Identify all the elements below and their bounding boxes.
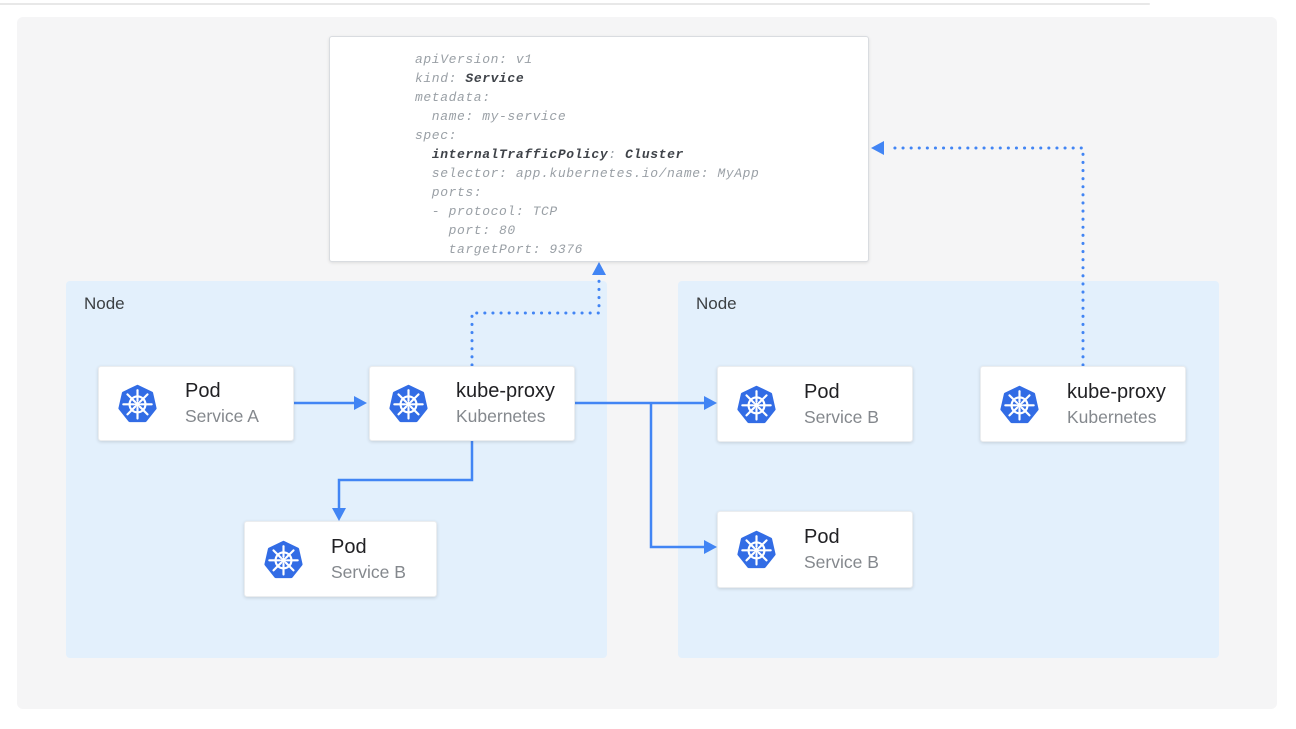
card-subtitle: Service B (331, 560, 406, 584)
kubernetes-logo-icon (735, 527, 778, 572)
kubernetes-logo-icon (735, 382, 778, 427)
card-pod-service-a: Pod Service A (98, 366, 294, 441)
yaml-line: internalTrafficPolicy: Cluster (415, 145, 868, 164)
yaml-line: spec: (415, 126, 868, 145)
card-pod-service-b-left: Pod Service B (244, 521, 437, 597)
yaml-line: targetPort: 9376 (415, 240, 868, 259)
card-title: Pod (804, 380, 879, 405)
card-subtitle: Kubernetes (1067, 405, 1166, 429)
card-title: Pod (331, 535, 406, 560)
card-title: Pod (804, 525, 879, 550)
yaml-line: kind: Service (415, 69, 868, 88)
yaml-line: port: 80 (415, 221, 868, 240)
card-title: kube-proxy (1067, 380, 1166, 405)
yaml-line: selector: app.kubernetes.io/name: MyApp (415, 164, 868, 183)
node-box-left: Node (66, 281, 607, 658)
card-subtitle: Kubernetes (456, 404, 555, 428)
card-pod-service-b-right-top: Pod Service B (717, 366, 913, 442)
service-yaml-card: apiVersion: v1kind: Servicemetadata: nam… (329, 36, 869, 262)
yaml-code: apiVersion: v1kind: Servicemetadata: nam… (415, 50, 868, 259)
kubernetes-logo-icon (262, 537, 305, 582)
top-divider (0, 3, 1150, 5)
kubernetes-logo-icon (387, 381, 430, 426)
node-box-right: Node (678, 281, 1219, 658)
kubernetes-logo-icon (116, 381, 159, 426)
card-subtitle: Service B (804, 405, 879, 429)
yaml-line: metadata: (415, 88, 868, 107)
yaml-line: apiVersion: v1 (415, 50, 868, 69)
card-kube-proxy-right: kube-proxy Kubernetes (980, 366, 1186, 442)
yaml-line: name: my-service (415, 107, 868, 126)
card-pod-service-b-right-bottom: Pod Service B (717, 511, 913, 588)
yaml-line: ports: (415, 183, 868, 202)
card-kube-proxy-left: kube-proxy Kubernetes (369, 366, 575, 441)
node-label: Node (696, 294, 737, 314)
kubernetes-logo-icon (998, 382, 1041, 427)
card-title: Pod (185, 379, 259, 404)
card-title: kube-proxy (456, 379, 555, 404)
yaml-line: - protocol: TCP (415, 202, 868, 221)
card-subtitle: Service A (185, 404, 259, 428)
node-label: Node (84, 294, 125, 314)
card-subtitle: Service B (804, 550, 879, 574)
